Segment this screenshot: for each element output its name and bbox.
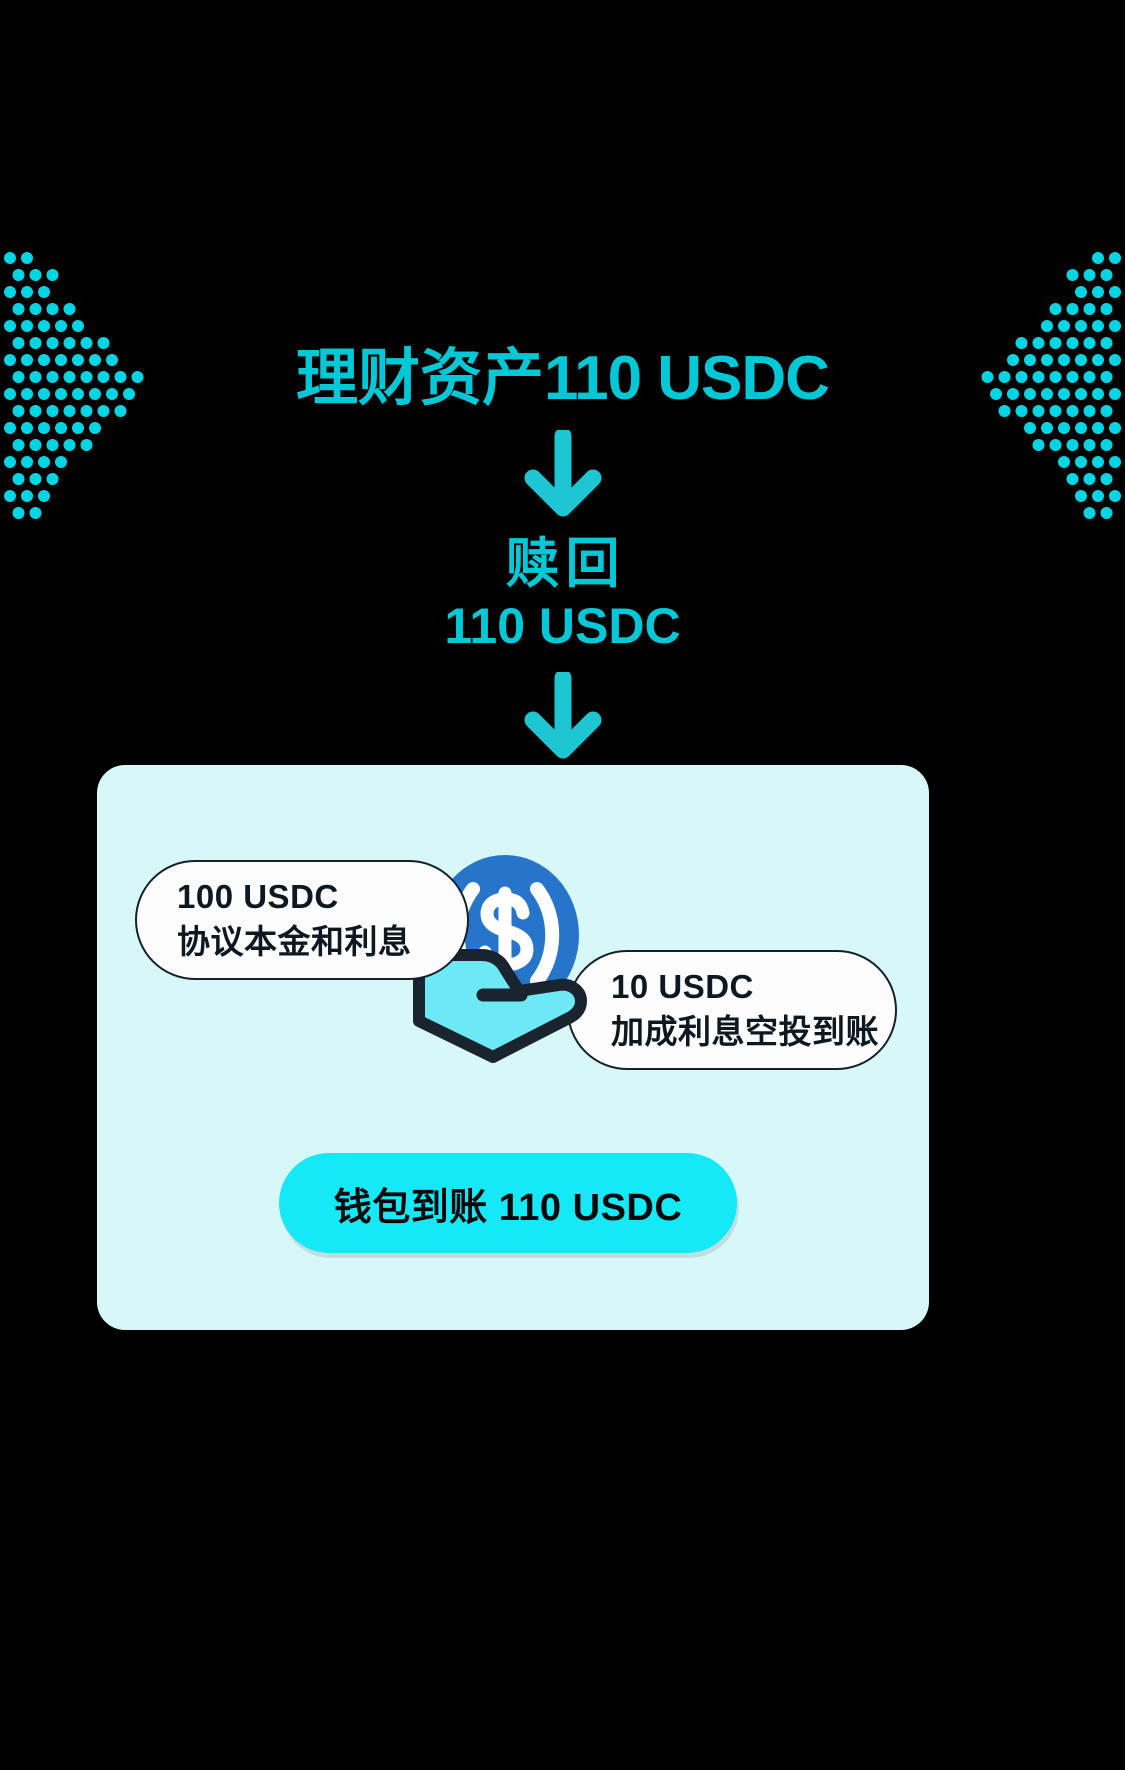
bubble-bonus-interest: 10 USDC 加成利息空投到账 <box>567 950 897 1070</box>
bubble-bonus-desc: 加成利息空投到账 <box>611 1013 879 1050</box>
page-title: 理财资产110 USDC <box>0 348 1125 410</box>
page-title-amount: 110 USDC <box>544 344 830 413</box>
wallet-credit-pill[interactable]: 钱包到账 110 USDC <box>279 1153 737 1253</box>
flow-arrow-2 <box>0 672 1125 768</box>
bubble-principal-interest: 100 USDC 协议本金和利息 <box>135 860 469 980</box>
page-title-label: 理财资产 <box>296 344 545 413</box>
flow-arrow-1 <box>0 430 1125 526</box>
redeem-label: 赎回 <box>505 534 626 594</box>
redeem-block: 赎回 110 USDC <box>0 534 1125 654</box>
result-card: 100 USDC 协议本金和利息 10 USDC 加成利息空投到账 钱包到账 1… <box>97 765 929 1330</box>
bubble-bonus-amount: 10 USDC <box>611 968 754 1006</box>
bubble-principal-desc: 协议本金和利息 <box>177 923 412 960</box>
bubble-principal-amount: 100 USDC <box>177 878 339 916</box>
redeem-amount: 110 USDC <box>444 598 681 655</box>
